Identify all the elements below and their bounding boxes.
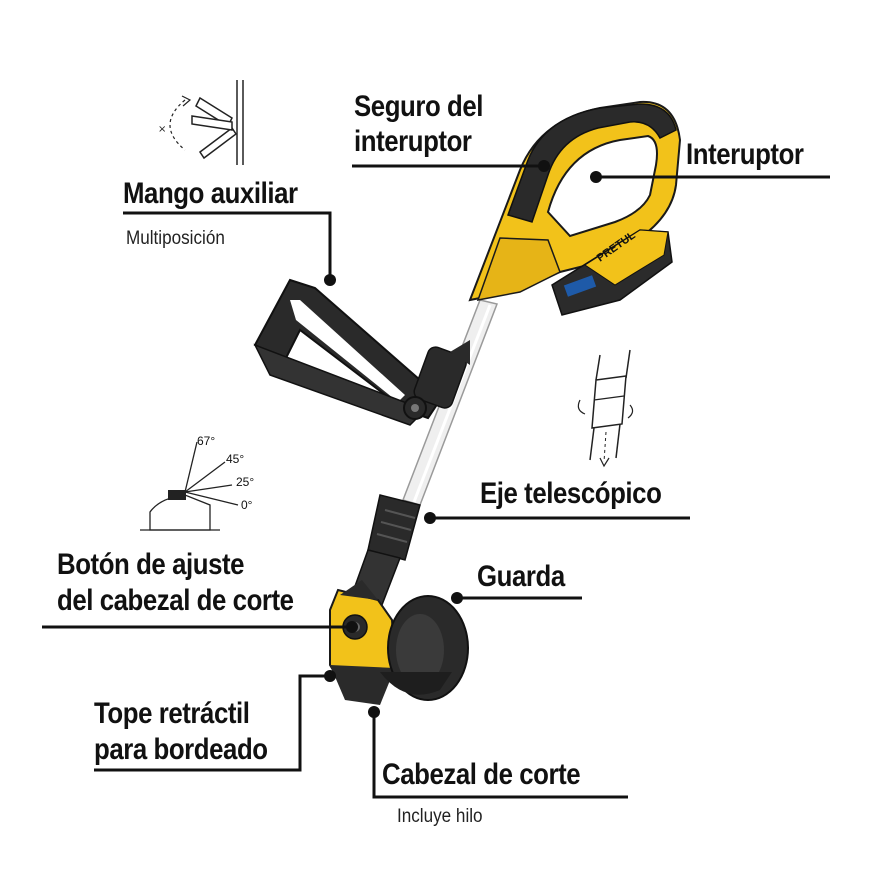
- svg-text:×: ×: [158, 124, 166, 135]
- interruptor-leader: [590, 171, 830, 183]
- seguro-title-line1: Seguro del: [354, 90, 484, 123]
- mango-title: Mango auxiliar: [123, 177, 298, 210]
- seguro-title-line2: interuptor: [354, 125, 472, 158]
- angle-25-label: 25°: [236, 475, 255, 489]
- tope-title-line2: para bordeado: [94, 733, 268, 766]
- cabezal-title: Cabezal de corte: [382, 758, 581, 791]
- guard: [380, 595, 469, 701]
- tope-title-line1: Tope retráctil: [94, 697, 250, 730]
- angle-0-label: 0°: [241, 498, 253, 512]
- boton-title-line2: del cabezal de corte: [57, 584, 294, 617]
- guarda-leader: [451, 592, 582, 604]
- angle-67-label: 67°: [197, 434, 216, 448]
- eje-leader: [424, 512, 690, 524]
- angle-45-label: 45°: [226, 452, 245, 466]
- boton-leader: [42, 621, 358, 633]
- tope-leader: [94, 670, 336, 772]
- main-handle: [468, 100, 682, 302]
- guarda-title: Guarda: [477, 560, 565, 593]
- interruptor-title: Interuptor: [686, 138, 804, 171]
- mango-subtitle: Multiposición: [126, 228, 225, 249]
- eje-title: Eje telescópico: [480, 477, 662, 510]
- seguro-leader: [352, 160, 550, 172]
- cabezal-subtitle: Incluye hilo: [397, 806, 483, 827]
- boton-title-line1: Botón de ajuste: [57, 548, 245, 581]
- auxiliary-handle: [253, 278, 470, 426]
- cabezal-leader: [368, 706, 628, 799]
- mango-leader: [123, 211, 336, 286]
